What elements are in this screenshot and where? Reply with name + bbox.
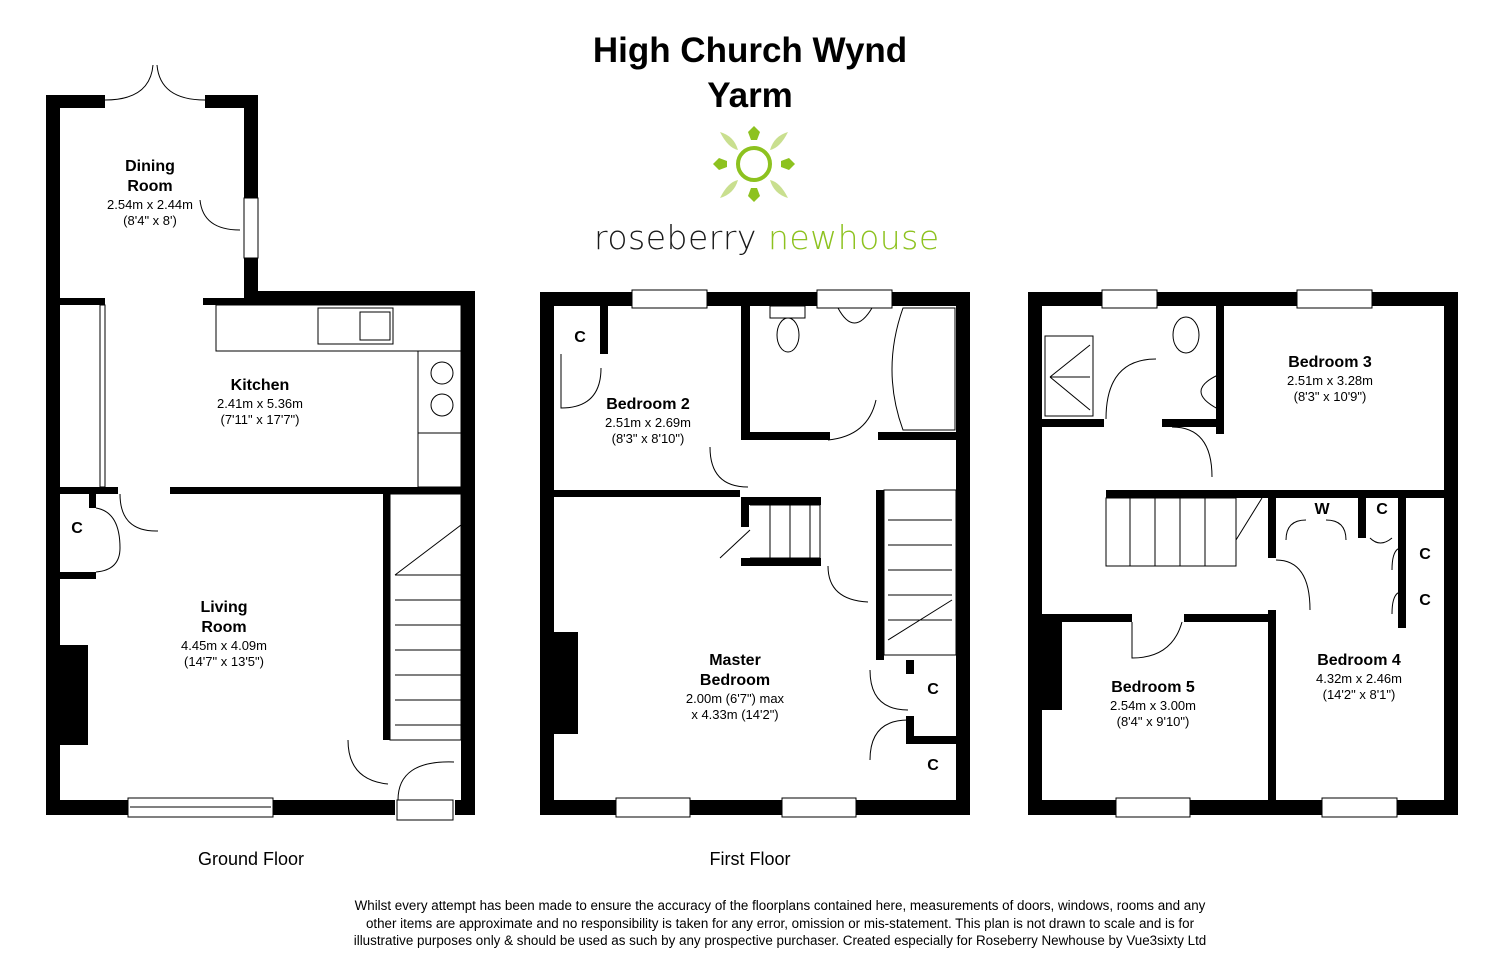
- room-name: Bedroom 5: [1111, 679, 1195, 696]
- room-metric: 2.54m x 2.44m: [107, 197, 193, 212]
- room-bedroom-5: Bedroom 5 2.54m x 3.00m (8'4" x 9'10"): [1110, 678, 1196, 730]
- cupboard-label: C: [1419, 546, 1431, 563]
- disclaimer-line: illustrative purposes only & should be u…: [353, 933, 1207, 948]
- room-name: Kitchen: [230, 377, 290, 394]
- room-metric: 2.51m x 2.69m: [605, 415, 691, 430]
- brand-name-part2: newhouse: [767, 218, 940, 257]
- cupboard-label: C: [1376, 501, 1388, 518]
- cupboard-label: C: [574, 329, 586, 346]
- second-floor-fixtures: [1044, 289, 1401, 818]
- room-bedroom-2: Bedroom 2 2.51m x 2.69m (8'3" x 8'10"): [605, 395, 691, 447]
- room-living: Living Room 4.45m x 4.09m (14'7" x 13'5"…: [181, 598, 267, 670]
- room-name: Bedroom 2: [606, 396, 690, 413]
- room-bedroom-4: Bedroom 4 4.32m x 2.46m (14'2" x 8'1"): [1316, 651, 1402, 703]
- room-name: Living: [200, 599, 248, 616]
- brand-wordmark: roseberry newhouse: [594, 218, 940, 257]
- room-metric: 2.54m x 3.00m: [1110, 698, 1196, 713]
- room-kitchen: Kitchen 2.41m x 5.36m (7'11" x 17'7"): [217, 376, 303, 428]
- room-metric: 2.00m (6'7") max: [685, 691, 785, 706]
- cupboard-label: C: [927, 681, 939, 698]
- room-imperial: x 4.33m (14'2"): [691, 707, 779, 722]
- cupboard-label: C: [1419, 592, 1431, 609]
- room-name: Bedroom: [699, 672, 771, 689]
- room-name: Room: [201, 619, 247, 636]
- room-imperial: (8'4" x 8'): [123, 213, 177, 228]
- room-metric: 4.32m x 2.46m: [1316, 671, 1402, 686]
- ground-floor-walls: [46, 95, 475, 815]
- room-metric: 2.51m x 3.28m: [1287, 373, 1373, 388]
- room-imperial: (7'11" x 17'7"): [220, 412, 300, 427]
- room-name: Master: [709, 652, 761, 669]
- room-imperial: (14'7" x 13'5"): [184, 654, 264, 669]
- room-dining: Dining Room 2.54m x 2.44m (8'4" x 8'): [107, 157, 193, 229]
- page-title: High Church Wynd: [592, 31, 908, 70]
- floor-label-ground: Ground Floor: [197, 849, 305, 869]
- room-name: Room: [127, 178, 173, 195]
- wardrobe-label: W: [1314, 501, 1330, 518]
- room-name: Dining: [125, 158, 175, 175]
- room-imperial: (8'4" x 9'10"): [1116, 714, 1190, 729]
- room-metric: 4.45m x 4.09m: [181, 638, 267, 653]
- room-metric: 2.41m x 5.36m: [217, 396, 303, 411]
- cupboard-label: C: [71, 520, 83, 537]
- room-name: Bedroom 3: [1288, 354, 1372, 371]
- disclaimer: Whilst every attempt has been made to en…: [250, 897, 1310, 950]
- second-floor-walls: [1028, 292, 1458, 815]
- cupboard-label: C: [927, 757, 939, 774]
- first-floor-walls: [540, 292, 970, 815]
- room-imperial: (8'3" x 10'9"): [1293, 389, 1367, 404]
- room-imperial: (8'3" x 8'10"): [611, 431, 685, 446]
- brand-name-part1: roseberry: [594, 218, 757, 257]
- floor-label-first: First Floor: [709, 849, 791, 869]
- disclaimer-line: Whilst every attempt has been made to en…: [354, 898, 1206, 913]
- disclaimer-line: other items are approximate and no respo…: [365, 915, 1195, 931]
- ground-floor-fixtures: [95, 64, 462, 821]
- room-bedroom-3: Bedroom 3 2.51m x 3.28m (8'3" x 10'9"): [1287, 353, 1373, 405]
- page-subtitle: Yarm: [707, 76, 793, 115]
- room-imperial: (14'2" x 8'1"): [1322, 687, 1396, 702]
- room-master-bedroom: Master Bedroom 2.00m (6'7") max x 4.33m …: [686, 651, 784, 723]
- logo-icon: [713, 126, 795, 202]
- first-floor-fixtures: [560, 289, 957, 818]
- room-name: Bedroom 4: [1317, 652, 1401, 669]
